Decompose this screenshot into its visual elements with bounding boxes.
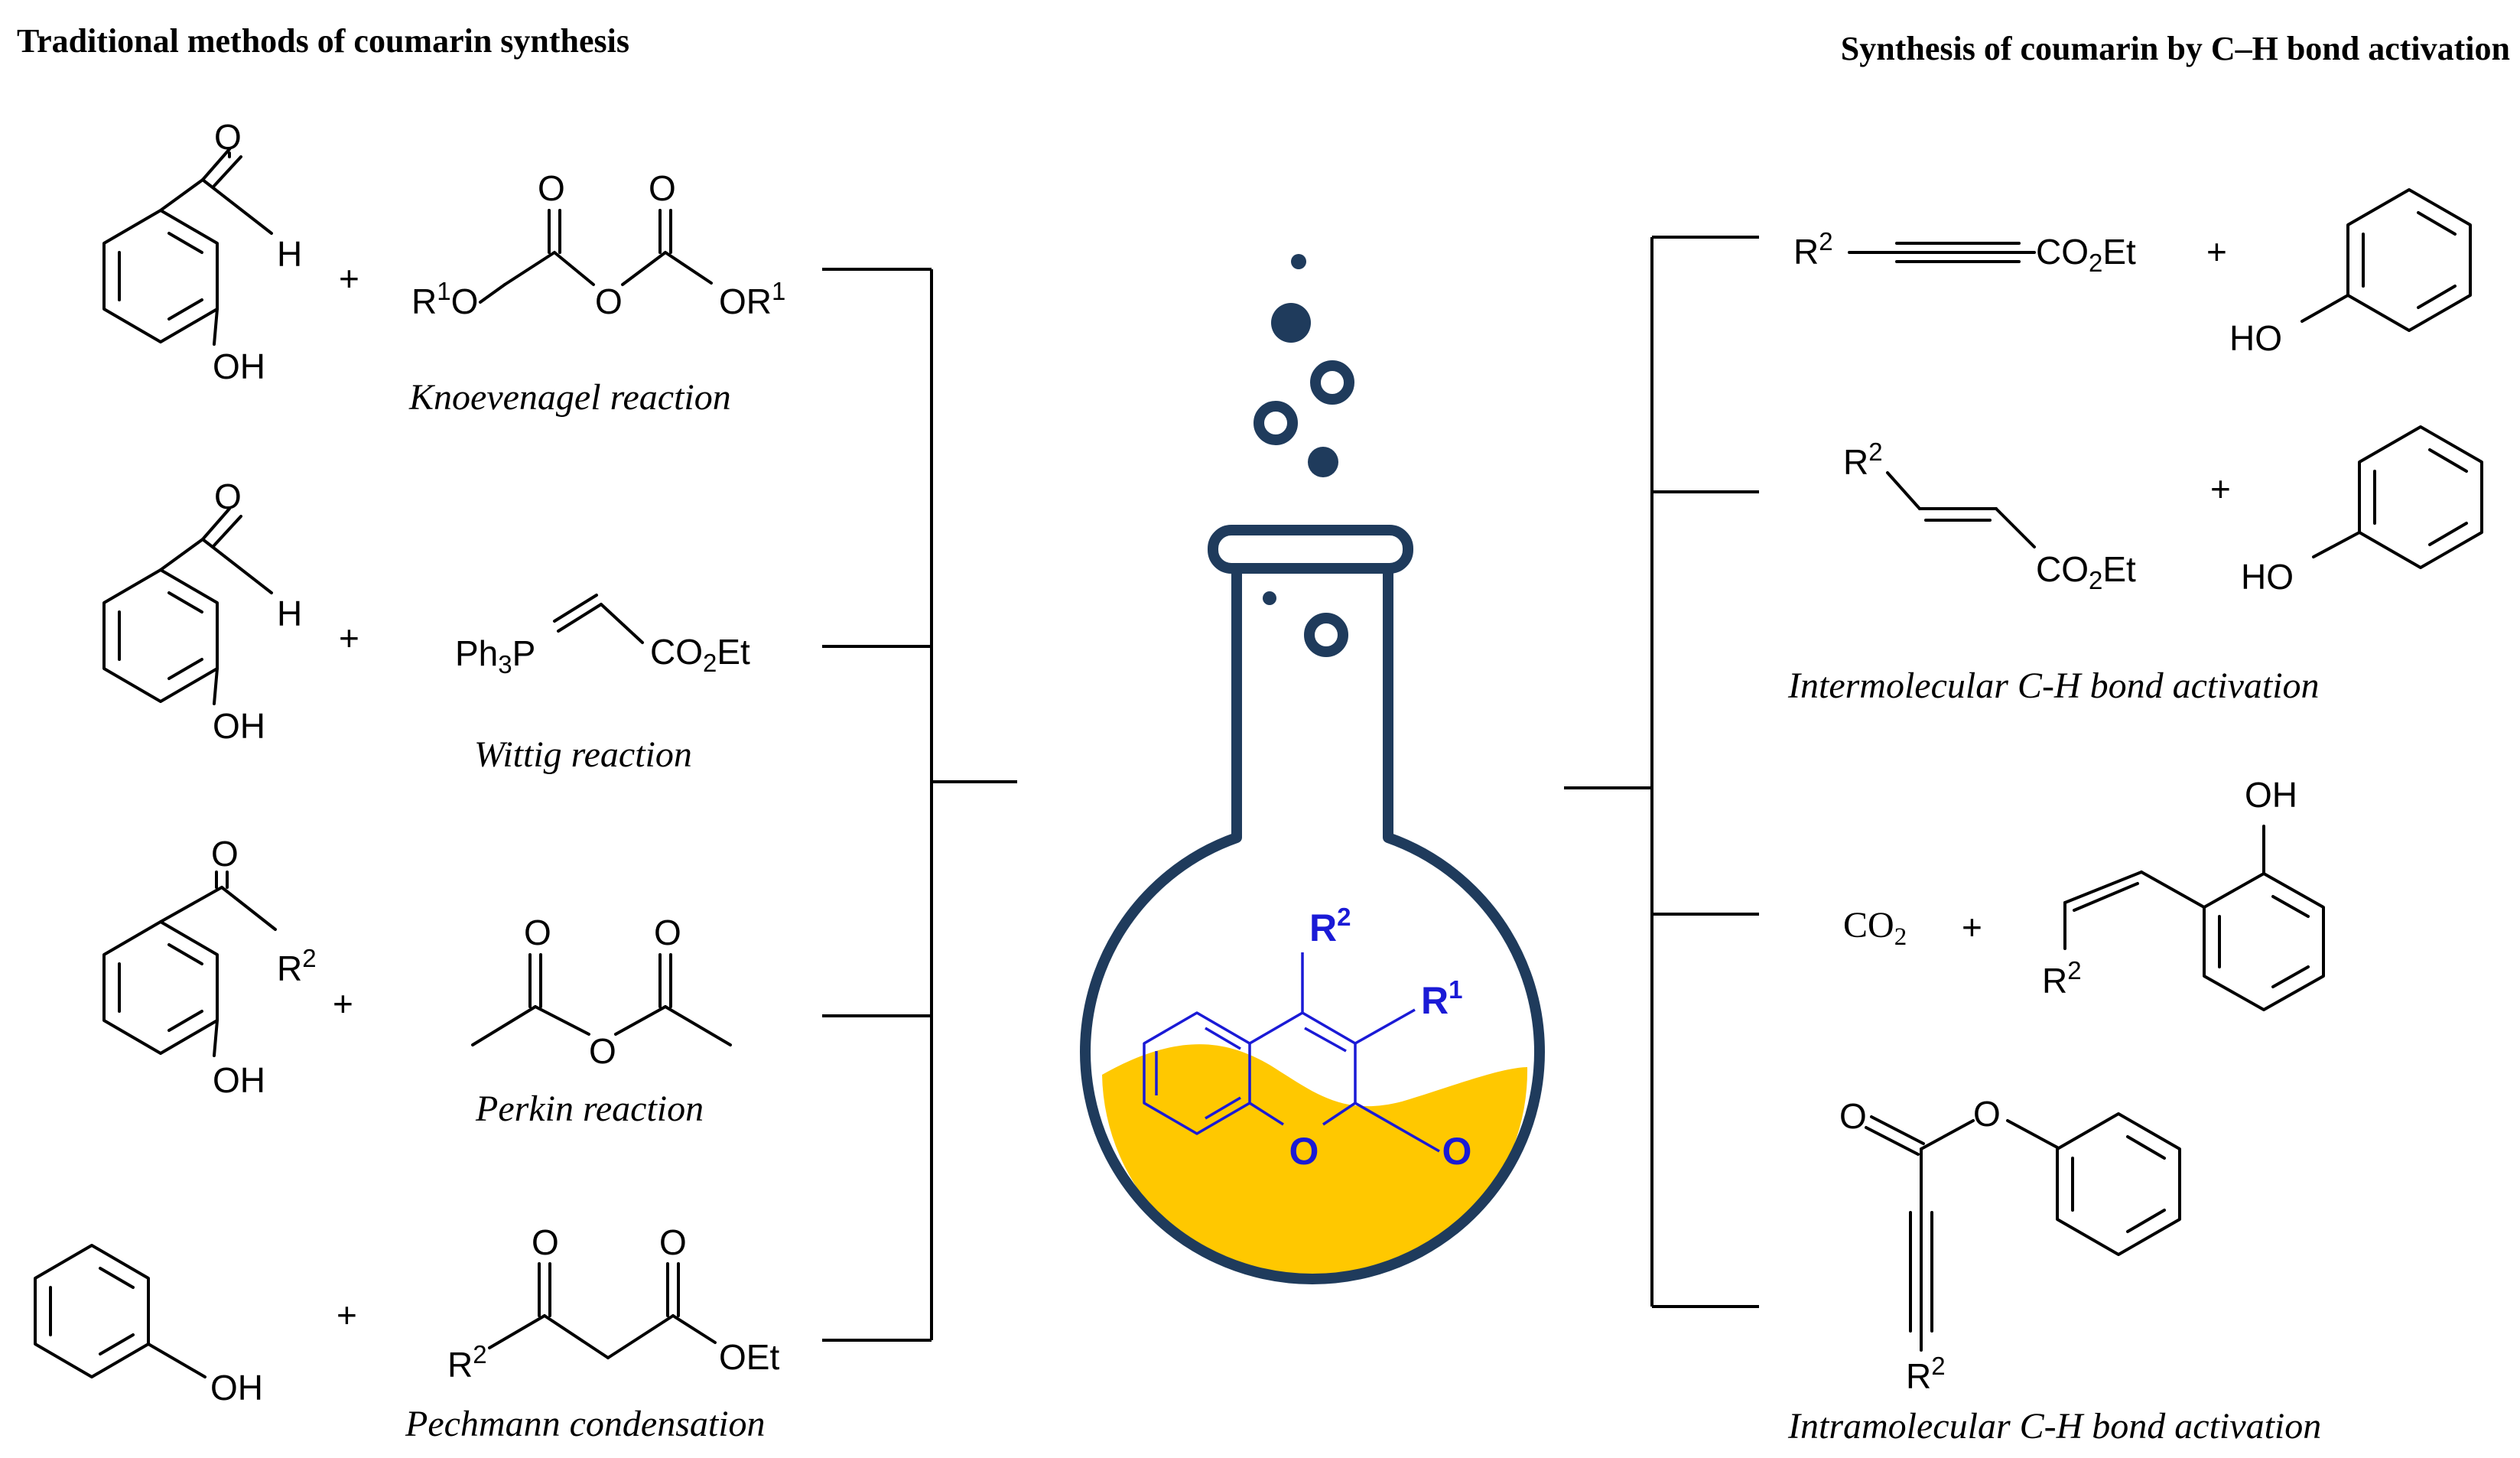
reaction-name: Perkin reaction <box>475 1089 704 1129</box>
plus-sign: + <box>337 1295 357 1335</box>
atom-o: O <box>654 913 681 952</box>
phenol-1 <box>34 1244 206 1378</box>
bubble <box>1271 303 1311 343</box>
plus-sign: + <box>2206 232 2227 272</box>
atom-co2et: CO2Et <box>2036 549 2136 594</box>
atom-o: O <box>1973 1094 2001 1134</box>
flask-illustration: R2 R1 O O <box>1080 254 1545 1285</box>
atom-co2et: CO2Et <box>2036 232 2136 277</box>
intramolecular-label: Intramolecular C-H bond activation <box>1787 1406 2321 1447</box>
flask-liquid <box>1102 1044 1528 1284</box>
atom-o: O <box>538 168 565 208</box>
aryl-alkynoate <box>1865 1112 2181 1352</box>
atom-r2: R2 <box>1843 438 1883 482</box>
bubble <box>1308 447 1338 477</box>
atom-r: R1O <box>411 277 478 321</box>
atom-r2: R2 <box>1793 227 1833 272</box>
atom-h: H <box>277 594 302 633</box>
atom-co2et: CO2Et <box>650 632 750 677</box>
wittig-ylide <box>553 594 644 644</box>
atom-o: O <box>1839 1096 1867 1136</box>
flask-rim <box>1208 525 1413 574</box>
reaction-name: Pechmann condensation <box>405 1404 766 1444</box>
atom-oh: OH <box>213 706 265 746</box>
reaction-name: Knoevenagel reaction <box>408 377 731 418</box>
bubble <box>1263 591 1276 605</box>
atom-r2: R2 <box>1906 1352 1946 1396</box>
plus-sign: + <box>2210 469 2231 509</box>
flask-body <box>1080 568 1545 1285</box>
atom-o: O <box>532 1222 559 1262</box>
atom-o: O <box>214 117 242 157</box>
atom-o: O <box>589 1031 616 1071</box>
intermolecular-label: Intermolecular C-H bond activation <box>1787 666 2320 706</box>
atom-h: H <box>277 234 302 274</box>
reaction-name: Wittig reaction <box>474 734 692 775</box>
atom-or: OR1 <box>719 277 785 321</box>
plus-sign: + <box>333 984 353 1024</box>
heading-traditional-methods: Traditional methods of coumarin synthesi… <box>17 22 629 60</box>
plus-sign: + <box>339 259 359 298</box>
atom-o-carbonyl: O <box>1442 1130 1472 1173</box>
atom-oet: OEt <box>719 1337 779 1377</box>
atom-r2: R2 <box>2042 956 2082 1001</box>
heading-ch-activation: Synthesis of coumarin by C–H bond activa… <box>1841 30 2510 67</box>
atom-o: O <box>524 913 551 952</box>
plus-sign: + <box>1962 907 1982 947</box>
coumarin-structure <box>1143 952 1440 1153</box>
atom-oh: OH <box>210 1368 263 1408</box>
atom-oh: OH <box>2245 775 2297 815</box>
hydroxystyrene <box>2063 825 2325 1011</box>
atom-o: O <box>214 477 242 516</box>
atom-r2: R2 <box>447 1340 487 1385</box>
right-bracket <box>1564 236 1759 1308</box>
atom-o: O <box>659 1222 687 1262</box>
plus-sign: + <box>339 618 359 658</box>
bubble <box>1310 360 1354 405</box>
left-bracket <box>822 268 1017 1342</box>
bubble <box>1253 401 1298 445</box>
atom-ho: HO <box>2229 318 2282 358</box>
salicylaldehyde-1 <box>102 148 273 346</box>
atom-o-ring: O <box>1289 1130 1319 1173</box>
atom-o: O <box>211 834 239 874</box>
atom-o: O <box>649 168 676 208</box>
acetic-anhydride <box>471 953 732 1046</box>
phenol-3 <box>2312 425 2483 569</box>
beta-ketoester <box>488 1262 717 1359</box>
atom-r1: R1 <box>1421 975 1462 1022</box>
atom-r2: R2 <box>277 944 317 988</box>
atom-r2: R2 <box>1309 903 1351 949</box>
dialkyl-dicarbonate <box>479 209 713 304</box>
alkyne-ester <box>1848 242 2036 263</box>
hydroxyaryl-ketone <box>102 871 277 1057</box>
atom-oh: OH <box>213 1060 265 1100</box>
salicylaldehyde-2 <box>102 507 273 705</box>
phenol-2 <box>2301 188 2472 332</box>
bubble <box>1291 254 1306 269</box>
atom-ph3p: Ph3P <box>455 633 535 679</box>
atom-ho: HO <box>2241 557 2294 597</box>
atom-o: O <box>595 282 623 321</box>
bubble <box>1304 613 1348 657</box>
co2-label: CO2 <box>1843 905 1907 951</box>
atom-oh: OH <box>213 347 265 386</box>
alkene-ester <box>1886 471 2036 548</box>
